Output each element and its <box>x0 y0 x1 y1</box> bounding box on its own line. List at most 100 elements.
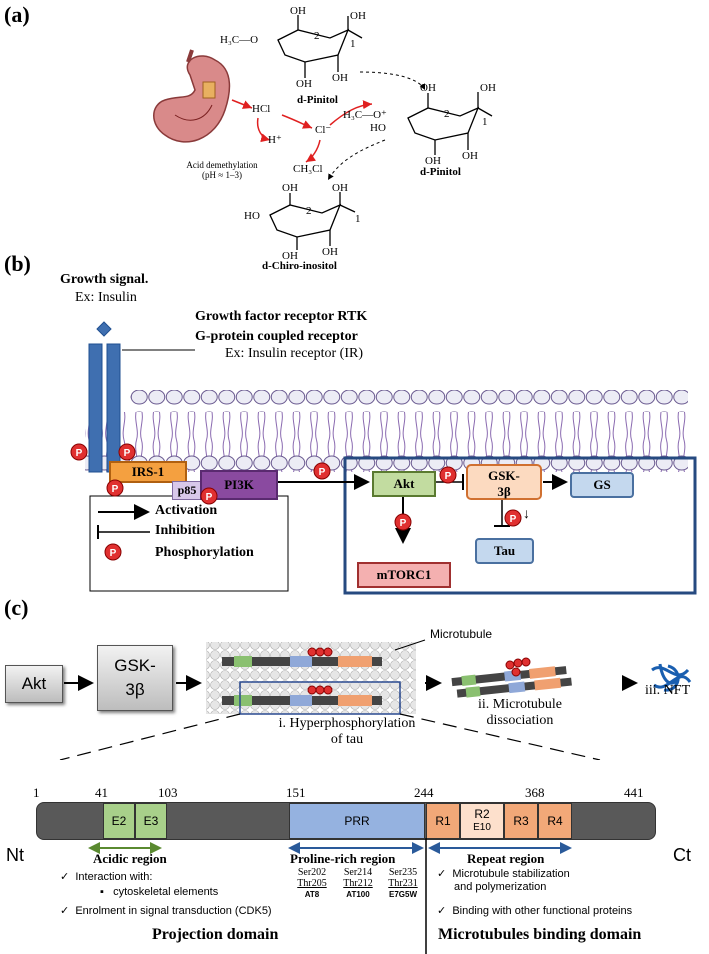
projection-domain-title: Projection domain <box>152 926 279 943</box>
proj-item-2: ✓ Enrolment in signal transduction (CDK5… <box>60 905 272 917</box>
phospho-icon: P <box>118 443 136 466</box>
mbd-item-1: ✓ Microtubule stabilization and polymeri… <box>437 868 570 893</box>
oh-label: OH <box>462 150 478 162</box>
n-terminus-label: Nt <box>6 845 24 865</box>
proline-region-label: Proline-rich region <box>290 851 396 866</box>
oh-label: OH <box>425 155 441 167</box>
gs-box: GS <box>570 472 634 498</box>
acidic-region-label: Acidic region <box>93 851 167 866</box>
svg-text:P: P <box>206 492 213 503</box>
position-label: 244 <box>414 785 434 800</box>
mtorc1-box: mTORC1 <box>357 562 451 588</box>
akt-box: Akt <box>372 471 436 497</box>
ho-label: HO <box>244 210 260 222</box>
rtk-label: Growth factor receptor RTK <box>195 309 368 324</box>
segment-e2: E2 <box>103 803 135 839</box>
oh-label: OH <box>350 10 366 22</box>
phospho-icon: P <box>439 466 457 489</box>
repeat-region-label: Repeat region <box>467 851 545 866</box>
microtubule-label: Microtubule <box>430 627 493 641</box>
gsk3b-box: GSK-3β <box>466 464 542 500</box>
ho-label: HO <box>370 122 386 134</box>
tau-pathway-diagram <box>59 639 692 760</box>
hplus-label: H⁺ <box>268 134 282 146</box>
position-label: 441 <box>624 785 644 800</box>
irs1-box: IRS-1 <box>109 461 187 483</box>
hcl-label: HCl <box>252 103 271 115</box>
svg-text:P: P <box>112 484 119 495</box>
phospho-site: Ser214 Thr212 AT100 <box>343 867 373 899</box>
gsk3b-node: GSK-3β <box>97 645 173 711</box>
step3-label: iii. NFT <box>645 683 691 698</box>
oh-label: OH <box>296 78 312 90</box>
ir-label: Ex: Insulin receptor (IR) <box>225 346 364 361</box>
legend-phospho-icon: P <box>104 543 122 566</box>
tau-box: Tau <box>475 538 534 564</box>
proj-item-1: ✓ Interaction with: <box>60 871 153 883</box>
akt-node: Akt <box>5 665 63 703</box>
pinitol-name-1: d-Pinitol <box>297 94 338 106</box>
oh-label: OH <box>420 82 436 94</box>
methoxy-2: H₃C—O⁺ <box>343 109 387 121</box>
svg-text:P: P <box>110 548 117 559</box>
chiro-inositol-name: d-Chiro-inositol <box>262 260 337 272</box>
oh-label: OH <box>282 182 298 194</box>
oh-label: OH <box>282 250 298 262</box>
growth-signal: Growth signal. <box>60 272 149 287</box>
carbon-number: 2 <box>314 30 320 42</box>
segment-prr: PRR <box>289 803 425 839</box>
proj-item-1-sub: ▪ cytoskeletal elements <box>100 886 219 898</box>
svg-text:P: P <box>445 471 452 482</box>
svg-text:P: P <box>319 467 326 478</box>
decrease-arrow-icon: ↓ <box>523 507 530 522</box>
position-label: 103 <box>158 785 178 800</box>
phospho-icon: P <box>106 479 124 502</box>
svg-text:P: P <box>510 514 517 525</box>
phospho-icon: P <box>70 443 88 466</box>
carbon-number: 1 <box>355 213 361 225</box>
phospho-icon: P <box>504 509 522 532</box>
svg-text:P: P <box>76 448 83 459</box>
panel-a-label: (a) <box>4 2 30 27</box>
gpcr-label: G-protein coupled receptor <box>195 329 358 344</box>
phospho-icon: P <box>313 462 331 485</box>
position-label: 368 <box>525 785 545 800</box>
region-markers <box>88 838 572 954</box>
carbon-number: 1 <box>350 38 356 50</box>
insulin-example: Ex: Insulin <box>75 290 137 305</box>
carbon-number: 2 <box>444 108 450 120</box>
legend-inhibition: Inhibition <box>155 523 215 538</box>
panel-c-label: (c) <box>4 595 29 620</box>
c-terminus-label: Ct <box>673 845 691 865</box>
p85-box: p85 <box>172 481 202 500</box>
phospho-site: Ser235 Thr231 E7G5W <box>388 867 418 899</box>
mbd-item-2: ✓ Binding with other functional proteins <box>437 905 633 917</box>
stomach-caption: Acid demethylation (pH ≈ 1–3) <box>186 160 258 180</box>
segment-r3: R3 <box>504 803 538 839</box>
svg-text:P: P <box>400 518 407 529</box>
phospho-icon: P <box>200 487 218 510</box>
oh-label: OH <box>290 5 306 17</box>
pinitol-name-2: d-Pinitol <box>420 166 461 178</box>
methoxy-1: H₃C—O <box>220 34 259 46</box>
carbon-number: 2 <box>306 205 312 217</box>
position-label: 151 <box>286 785 306 800</box>
position-label: 1 <box>33 785 40 800</box>
oh-label: OH <box>332 182 348 194</box>
clminus-label: Cl⁻ <box>315 124 332 136</box>
membrane-diagram <box>85 321 697 595</box>
oh-label: OH <box>480 82 496 94</box>
segment-r4: R4 <box>538 803 572 839</box>
stomach-icon <box>153 49 231 143</box>
carbon-number: 1 <box>482 116 488 128</box>
svg-text:P: P <box>124 448 131 459</box>
legend-activation: Activation <box>155 503 218 518</box>
oh-label: OH <box>332 72 348 84</box>
phospho-icon: P <box>394 513 412 536</box>
segment-r1: R1 <box>426 803 460 839</box>
nft-icon <box>651 663 692 692</box>
